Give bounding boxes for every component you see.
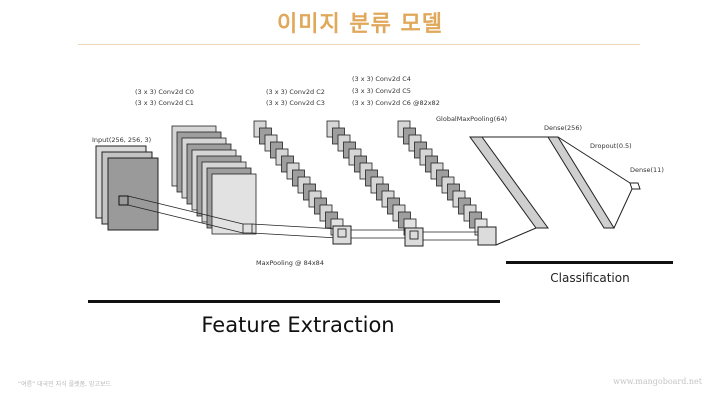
gap-label: GlobalMaxPooling(64) <box>436 115 507 123</box>
conv-block-1-layer <box>211 173 257 235</box>
maxpool-label: MaxPooling @ 84x84 <box>256 259 324 267</box>
conv-c6-label: (3 x 3) Conv2d C6 @82x82 <box>352 99 440 107</box>
footer-credit: “여름” 대국민 지식 플랫폼, 망고보드 <box>18 381 112 388</box>
dense-11-label: Dense(11) <box>630 166 664 174</box>
conv-c2-label: (3 x 3) Conv2d C2 <box>266 88 325 96</box>
conv-block-3-stack <box>326 120 417 236</box>
conv-c3-label: (3 x 3) Conv2d C3 <box>266 99 325 107</box>
conv-c1-label: (3 x 3) Conv2d C1 <box>135 99 194 107</box>
conv-block-1-stack <box>171 125 257 235</box>
input-label: Input(256, 256, 3) <box>92 136 151 144</box>
dense-layers <box>469 136 641 246</box>
pooled-feature-boxes <box>332 225 497 247</box>
conv-c4-label: (3 x 3) Conv2d C4 <box>352 75 411 83</box>
kernel-projection-lines <box>127 195 482 241</box>
footer-url: www.mangoboard.net <box>613 377 702 386</box>
conv-block-2-stack <box>253 120 344 236</box>
title-divider <box>78 44 640 45</box>
conv-block-4-stack <box>397 120 488 236</box>
conv-c5-label: (3 x 3) Conv2d C5 <box>352 87 411 95</box>
feature-extraction-label: Feature Extraction <box>201 313 394 337</box>
input-stack <box>95 145 159 231</box>
dense-256-label: Dense(256) <box>544 124 582 132</box>
classification-underline <box>506 261 673 264</box>
dropout-label: Dropout(0.5) <box>590 142 632 150</box>
classification-label: Classification <box>550 271 629 285</box>
conv-c0-label: (3 x 3) Conv2d C0 <box>135 88 194 96</box>
slide-title: 이미지 분류 모델 <box>277 12 443 37</box>
feature-extraction-underline <box>88 300 500 303</box>
